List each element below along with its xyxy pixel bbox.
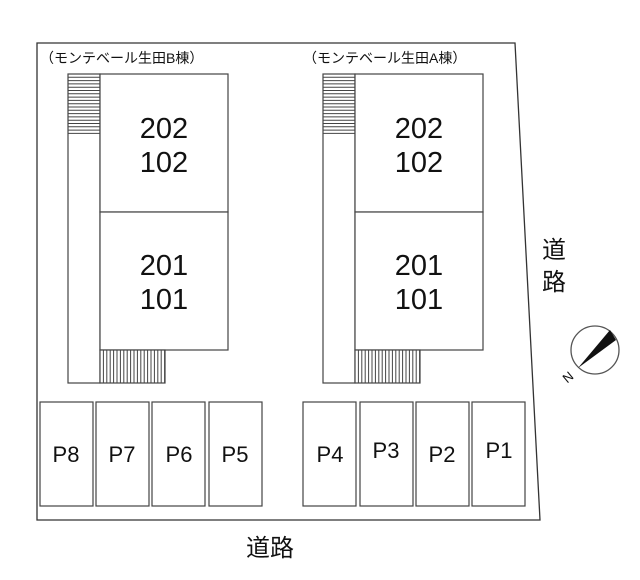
parking-space-p4	[302, 401, 357, 507]
unit-block-upper	[99, 73, 229, 213]
parking-label: P1	[486, 438, 513, 463]
parking-space-p5	[208, 401, 263, 507]
unit-201: 201	[395, 250, 443, 282]
stairs-bottom	[99, 349, 166, 384]
parking-space-p2	[415, 401, 470, 507]
parking-label: P4	[317, 442, 344, 467]
north-arrow-icon: N	[559, 325, 620, 386]
unit-101: 101	[140, 284, 188, 316]
site-boundary	[36, 42, 541, 521]
unit-202: 202	[395, 113, 443, 145]
parking-space-p3	[359, 401, 414, 507]
parking-label: P2	[429, 442, 456, 467]
corridor	[322, 73, 356, 384]
road-right-char1: 道	[542, 236, 566, 264]
parking-space-p6	[151, 401, 206, 507]
building-a: （モンテベール生田A棟） 202 102 201 101	[303, 50, 484, 384]
unit-202: 202	[140, 113, 188, 145]
road-right-char2: 路	[542, 268, 566, 296]
parking-space-p7	[95, 401, 150, 507]
compass-label: N	[559, 368, 576, 386]
building-b: （モンテベール生田B棟） 202 102 201 101	[40, 50, 229, 384]
parking-label: P3	[373, 438, 400, 463]
unit-201: 201	[140, 250, 188, 282]
parking-label: P5	[222, 442, 249, 467]
parking-label: P6	[166, 442, 193, 467]
building-b-label: （モンテベール生田B棟）	[40, 50, 203, 66]
building-a-label: （モンテベール生田A棟）	[303, 50, 466, 66]
unit-block-lower	[99, 211, 229, 351]
parking-area: P8 P7 P6 P5 P4 P3 P2 P1	[39, 401, 526, 507]
unit-102: 102	[395, 147, 443, 179]
unit-block-upper	[354, 73, 484, 213]
road-bottom-label: 道路	[246, 534, 294, 562]
parking-space-p8	[39, 401, 94, 507]
stairs-top	[323, 73, 355, 134]
parking-label: P7	[109, 442, 136, 467]
unit-102: 102	[140, 147, 188, 179]
unit-101: 101	[395, 284, 443, 316]
parking-label: P8	[53, 442, 80, 467]
unit-block-lower	[354, 211, 484, 351]
stairs-top	[68, 73, 100, 134]
stairs-bottom	[354, 349, 421, 384]
parking-space-p1	[471, 401, 526, 507]
